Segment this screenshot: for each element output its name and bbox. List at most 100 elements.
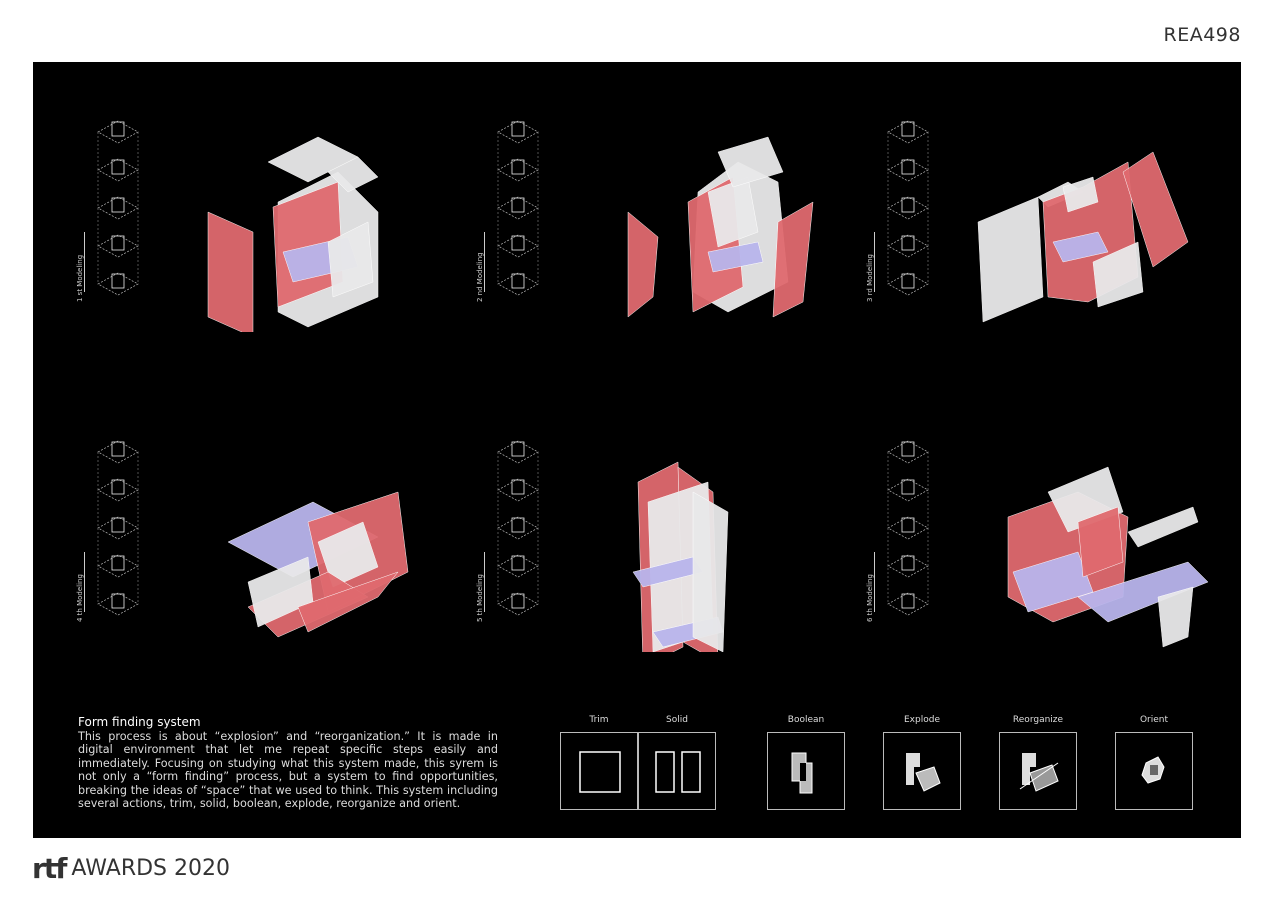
stack-layer — [497, 272, 539, 296]
operation-glyph — [906, 753, 941, 792]
description-body: This process is about “explosion” and “r… — [78, 729, 498, 811]
operation-label-orient: Orient — [1139, 715, 1169, 725]
stack-layer — [97, 592, 139, 616]
stack-layer — [97, 272, 139, 296]
stack-form — [511, 517, 525, 533]
stack-layer — [97, 120, 139, 144]
stack-layer — [97, 158, 139, 182]
stack-form — [901, 273, 915, 289]
model-label: 2 nd Modeling — [476, 252, 484, 302]
red-panel — [207, 211, 254, 332]
operation-glyph — [1019, 753, 1059, 792]
operation-diagram-boolean — [767, 732, 845, 810]
white-panel — [717, 136, 784, 188]
stack-form — [111, 555, 125, 571]
stack-form — [511, 235, 525, 251]
red-panel — [297, 571, 399, 633]
stack-form — [511, 121, 525, 137]
stack-form — [111, 121, 125, 137]
stack-form — [901, 197, 915, 213]
stack-form — [511, 441, 525, 457]
stack-form — [111, 197, 125, 213]
model-diagram — [887, 440, 1209, 648]
stack-form — [111, 479, 125, 495]
stack-form — [901, 479, 915, 495]
stack-form — [111, 517, 125, 533]
red-panel — [627, 211, 659, 318]
project-code: REA498 — [1163, 24, 1241, 46]
operation-glyph — [1141, 756, 1165, 784]
stack-layer — [887, 234, 929, 258]
model-4: 4 th Modeling — [76, 422, 438, 652]
stack-layer — [97, 196, 139, 220]
model-5: 5 th Modeling — [476, 422, 838, 652]
operation-diagram-reorganize — [999, 732, 1077, 810]
model-label: 4 th Modeling — [76, 574, 84, 622]
stack-form — [901, 517, 915, 533]
operation-label-solid: Solid — [666, 715, 688, 725]
stack-form — [511, 593, 525, 609]
stack-layer — [497, 516, 539, 540]
label-rule — [484, 552, 485, 612]
red-panel — [1122, 151, 1189, 268]
stack-layer — [497, 478, 539, 502]
label-rule — [874, 552, 875, 612]
operation-diagram-explode — [883, 732, 961, 810]
presentation-board: 1 st Modeling 2 nd Modeling 3 rd Modeling 4… — [33, 62, 1241, 838]
stack-layer — [97, 554, 139, 578]
stack-form — [511, 197, 525, 213]
model-2: 2 nd Modeling — [476, 102, 838, 332]
stack-layer — [497, 196, 539, 220]
model-diagram — [97, 120, 379, 332]
model-diagram — [887, 120, 1189, 323]
footer: rtf AWARDS 2020 — [32, 852, 230, 885]
stack-layer — [887, 158, 929, 182]
label-rule — [84, 232, 85, 292]
stack-layer — [887, 120, 929, 144]
operation-diagram-orient — [1115, 732, 1193, 810]
model-label: 1 st Modeling — [76, 254, 84, 302]
stack-form — [111, 273, 125, 289]
model-1: 1 st Modeling — [76, 102, 438, 332]
lavender-panel — [1077, 561, 1209, 623]
awards-label: AWARDS 2020 — [71, 856, 230, 881]
operation-label-trim: Trim — [589, 715, 609, 725]
operation-label-explode: Explode — [904, 715, 940, 725]
operation-diagram-solid — [638, 732, 716, 810]
operation-glyph — [579, 751, 621, 793]
white-panel — [1092, 241, 1144, 308]
white-panel — [327, 221, 374, 298]
stack-form — [111, 593, 125, 609]
model-diagram — [497, 120, 814, 318]
model-label: 3 rd Modeling — [866, 254, 874, 302]
stack-form — [901, 441, 915, 457]
red-panel — [1077, 506, 1124, 578]
white-panel — [1157, 586, 1194, 648]
stack-layer — [497, 120, 539, 144]
stack-layer — [497, 158, 539, 182]
stack-layer — [97, 440, 139, 464]
rtf-logo: rtf — [32, 852, 67, 885]
stack-form — [511, 479, 525, 495]
stack-form — [511, 273, 525, 289]
white-panel — [1127, 506, 1199, 548]
lavender-panel — [1052, 231, 1109, 263]
stack-layer — [887, 478, 929, 502]
white-panel — [692, 491, 729, 652]
description: Form finding system This process is abou… — [78, 715, 498, 811]
operation-glyph — [791, 752, 813, 794]
stack-layer — [497, 592, 539, 616]
description-title: Form finding system — [78, 715, 201, 729]
stack-form — [901, 159, 915, 175]
label-rule — [874, 232, 875, 292]
white-panel — [1062, 176, 1099, 213]
stack-layer — [497, 234, 539, 258]
stack-form — [901, 121, 915, 137]
lavender-panel — [707, 241, 764, 273]
stack-form — [901, 555, 915, 571]
stack-layer — [97, 516, 139, 540]
operation-label-reorganize: Reorganize — [1012, 715, 1064, 725]
stack-form — [111, 441, 125, 457]
stack-form — [111, 235, 125, 251]
operation-label-boolean: Boolean — [787, 715, 825, 725]
